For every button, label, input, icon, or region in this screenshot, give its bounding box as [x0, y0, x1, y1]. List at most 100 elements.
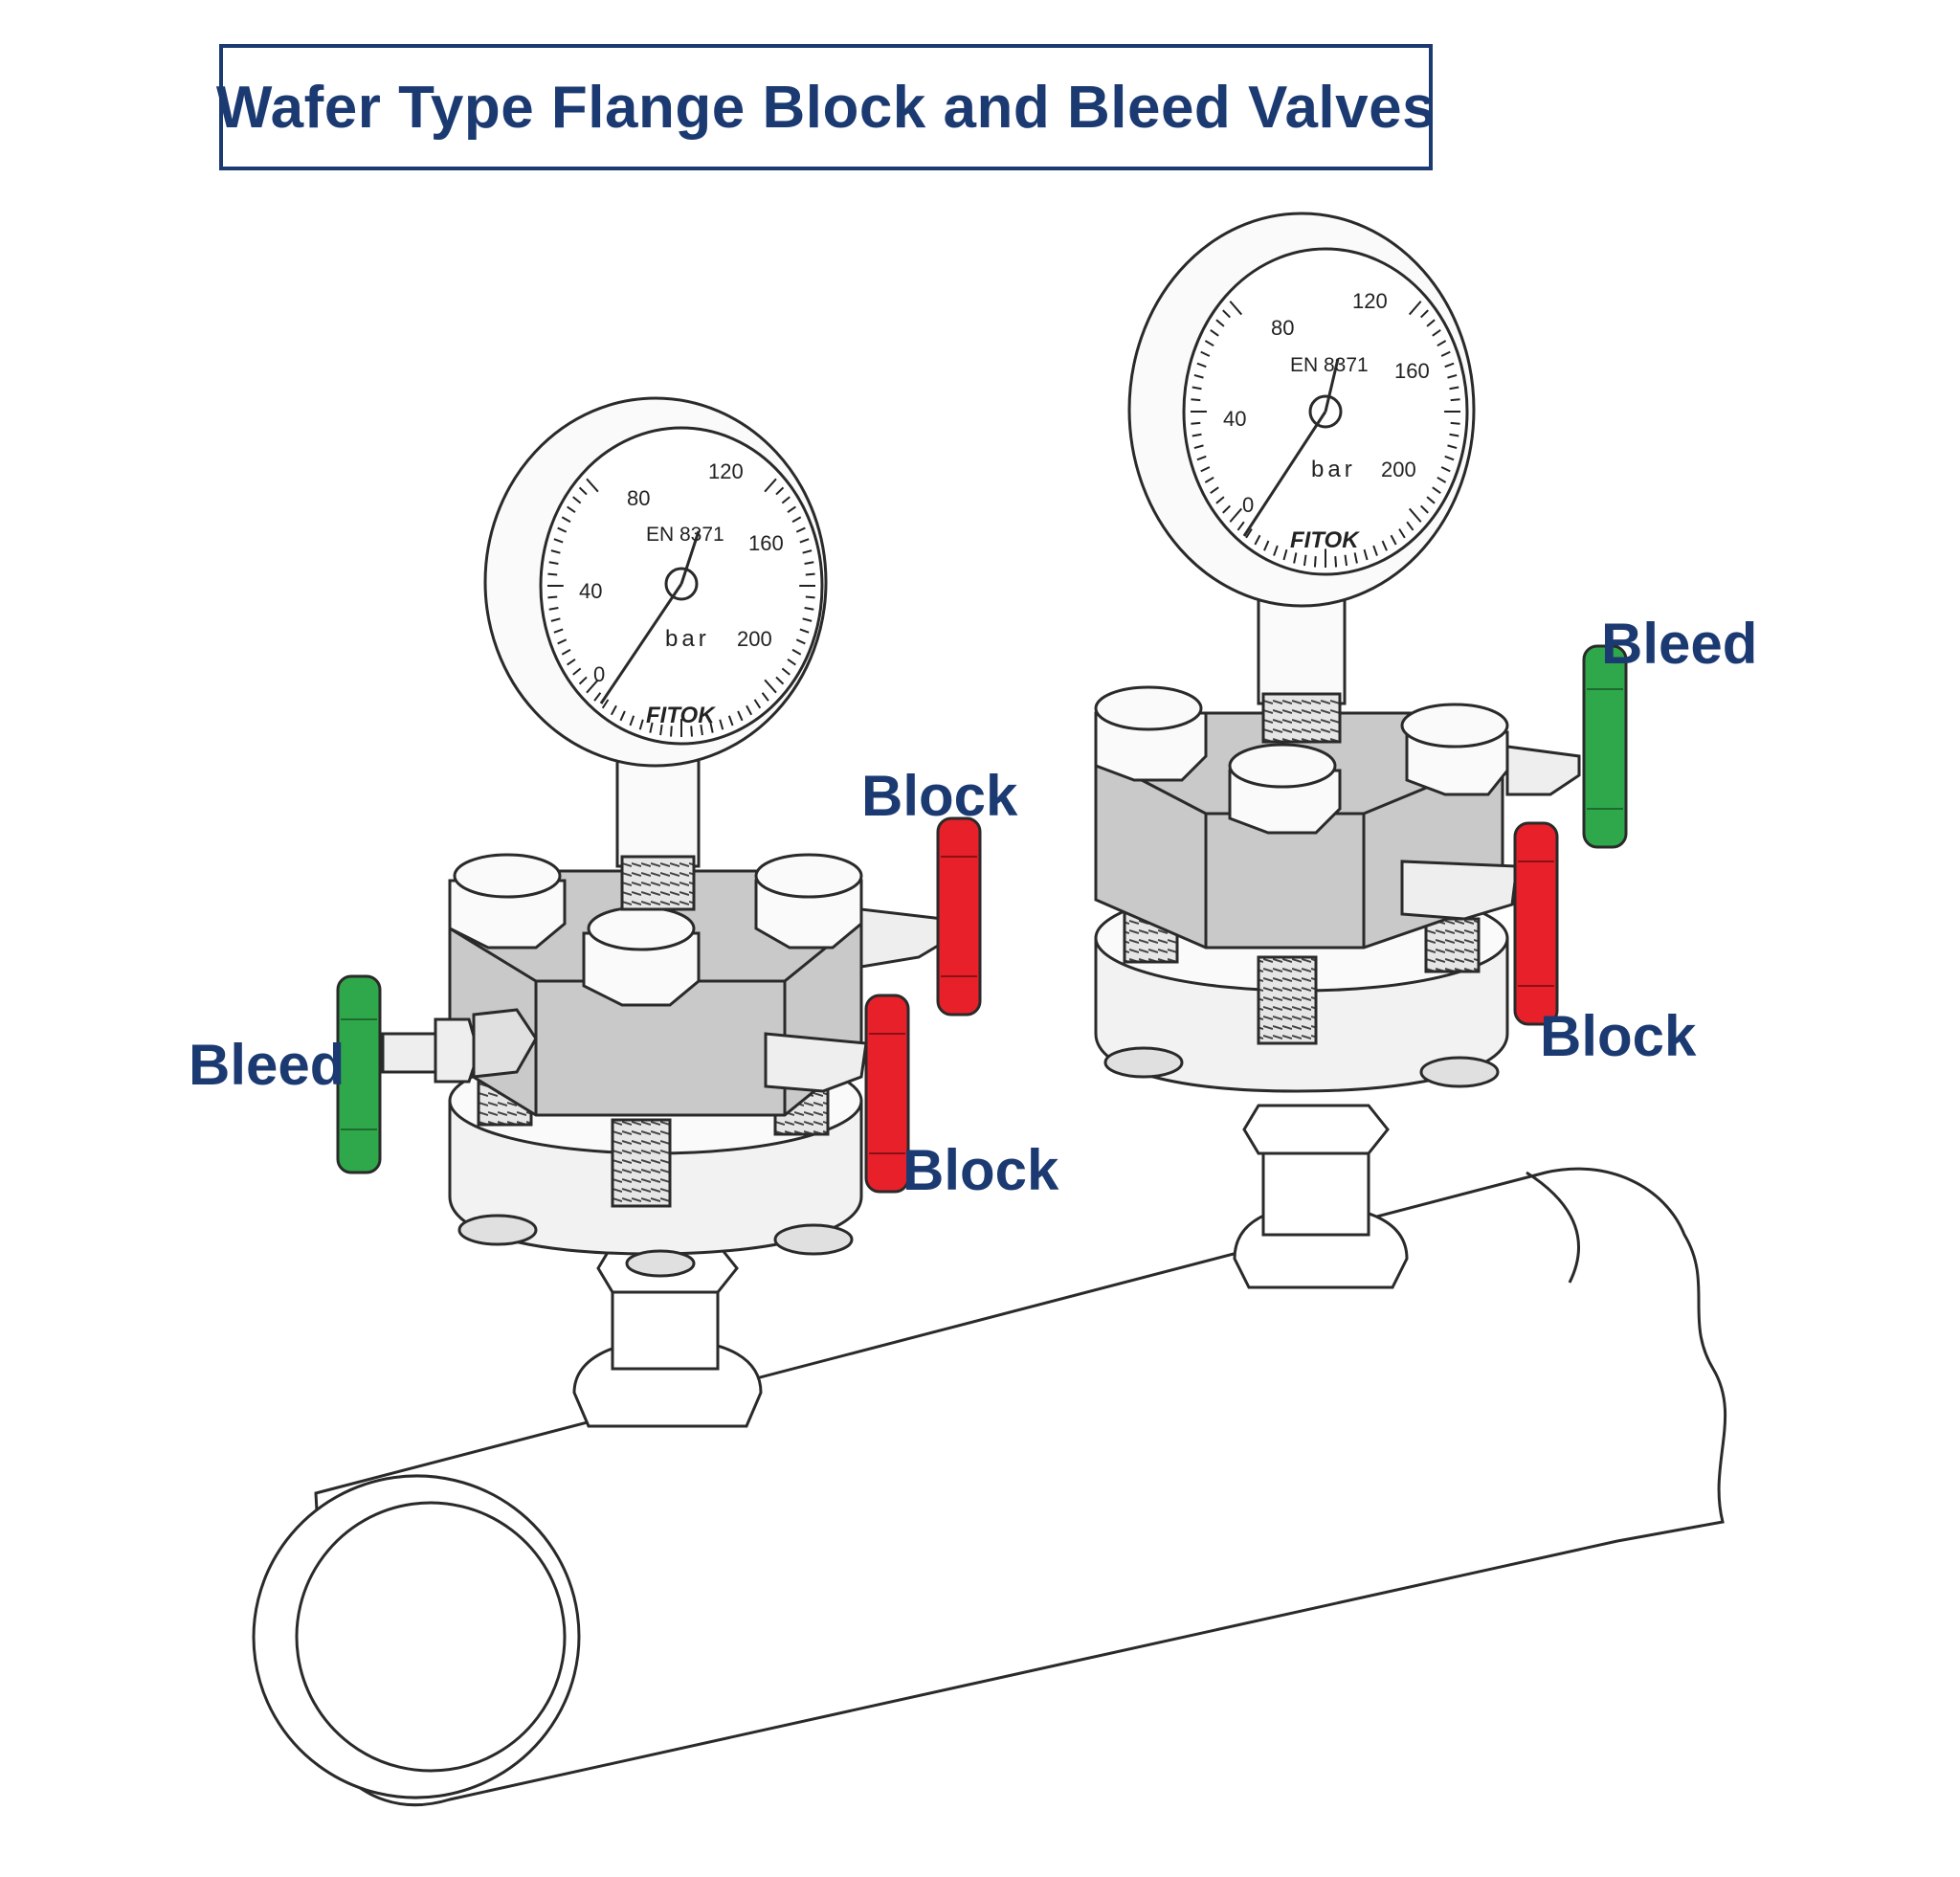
dial-tick	[1303, 554, 1307, 567]
dial-tick	[1282, 548, 1288, 561]
left-gauge-dial: 0 40 80 120 160 200 EN 8371 bar FITOK	[579, 459, 784, 728]
left-bleed-handle	[336, 974, 382, 1174]
dial-tick	[1408, 507, 1422, 523]
dial-tick	[1449, 386, 1459, 391]
dial-tick	[1196, 455, 1207, 461]
dial-tick	[547, 572, 558, 576]
dial-tick	[764, 679, 777, 694]
dial-tick	[1444, 455, 1455, 461]
right-dial-40: 40	[1223, 407, 1246, 431]
dial-tick	[557, 526, 568, 533]
right-bleed-valve	[1505, 745, 1581, 796]
dial-tick	[593, 692, 602, 702]
dial-tick	[1191, 421, 1201, 425]
dial-tick	[1273, 545, 1279, 556]
dial-tick	[795, 638, 806, 645]
left-block-label-upper: Block	[861, 764, 1018, 828]
dial-tick	[1210, 486, 1219, 494]
dial-tick	[553, 538, 564, 544]
dial-tick	[586, 679, 599, 694]
right-gauge-dial: 0 40 80 120 160 200 EN 8371 bar FITOK	[1223, 289, 1430, 553]
dial-tick	[1193, 373, 1204, 379]
dial-tick	[572, 496, 582, 504]
dial-tick	[1222, 504, 1231, 514]
left-assembly	[336, 396, 982, 1428]
right-assembly	[1094, 212, 1628, 1289]
dial-tick	[781, 496, 791, 504]
right-dial-160: 160	[1394, 359, 1430, 383]
dial-tick	[1353, 552, 1358, 564]
dial-tick	[1254, 534, 1261, 546]
dial-tick	[561, 648, 571, 656]
diagram-title: Wafer Type Flange Block and Bleed Valves	[215, 74, 1437, 141]
dial-tick	[795, 526, 806, 533]
dial-tick	[764, 478, 777, 493]
dial-tick	[1196, 362, 1207, 369]
dial-tick	[719, 719, 724, 730]
dial-tick	[791, 648, 802, 656]
left-dial-0: 0	[593, 662, 605, 686]
dial-tick	[1313, 556, 1317, 568]
dial-tick	[561, 516, 571, 524]
right-dial-standard: EN 8371	[1290, 354, 1369, 376]
pipe	[252, 1167, 1727, 1807]
right-top-nuts	[1094, 685, 1509, 835]
dial-tick	[1437, 340, 1447, 347]
dial-tick	[1215, 496, 1225, 504]
dial-tick	[1334, 556, 1338, 568]
dial-tick	[804, 561, 814, 565]
dial-tick	[1200, 466, 1211, 473]
dial-tick	[804, 607, 814, 611]
right-block-valve	[1400, 860, 1519, 921]
dial-tick	[1406, 521, 1414, 531]
dial-tick	[1204, 340, 1214, 347]
right-bleed-label: Bleed	[1601, 612, 1758, 676]
dial-tick	[1204, 476, 1214, 483]
dial-tick	[1398, 528, 1406, 539]
dial-tick	[1432, 486, 1441, 494]
dial-tick	[727, 715, 734, 726]
dial-tick	[805, 595, 815, 599]
dial-tick	[690, 726, 693, 737]
left-dial-unit: bar	[665, 626, 710, 652]
left-block-label-lower: Block	[902, 1138, 1059, 1202]
dial-tick	[1420, 309, 1429, 319]
dial-tick	[1372, 545, 1378, 556]
dial-tick	[1420, 504, 1429, 514]
right-dial-200: 200	[1381, 458, 1416, 481]
dial-tick	[1229, 507, 1243, 523]
dial-tick	[1200, 350, 1211, 357]
dial-tick	[629, 715, 635, 726]
dial-tick	[1450, 421, 1460, 425]
dial-tick	[1390, 534, 1397, 546]
dial-tick	[557, 638, 568, 645]
dial-tick	[1440, 466, 1451, 473]
pipe-end-inner	[295, 1501, 567, 1773]
dial-tick	[709, 722, 714, 733]
dial-tick	[1236, 521, 1245, 531]
dial-tick	[1437, 476, 1447, 483]
left-block-handle-upper	[936, 816, 982, 1017]
left-bleed-valve	[381, 1008, 538, 1084]
dial-tick	[578, 676, 588, 685]
dial-tick	[1192, 386, 1202, 391]
dial-tick	[1191, 398, 1201, 402]
right-gauge-needle	[1242, 411, 1327, 537]
left-bleed-label: Bleed	[189, 1033, 345, 1097]
dial-tick	[638, 719, 644, 730]
dial-tick	[802, 617, 813, 622]
left-gauge-needle	[599, 583, 683, 704]
dial-tick	[1215, 319, 1225, 327]
right-dial-0: 0	[1242, 493, 1254, 517]
left-dial-40: 40	[579, 579, 602, 603]
dial-tick	[619, 710, 626, 722]
dial-tick	[548, 561, 559, 565]
dial-tick	[553, 628, 564, 634]
right-dial-brand: FITOK	[1290, 527, 1360, 553]
dial-tick	[805, 572, 815, 576]
right-bleed-handle	[1582, 644, 1628, 849]
right-block-label: Block	[1540, 1004, 1697, 1068]
dial-tick	[775, 676, 785, 685]
left-block-valves	[764, 907, 945, 1093]
